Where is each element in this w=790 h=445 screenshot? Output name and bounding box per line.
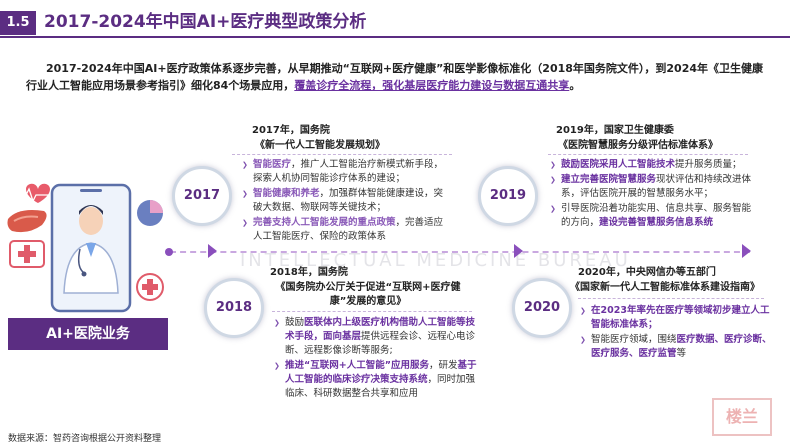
policy-bullet-text: 完善支持人工智能发展的重点政策 — [253, 217, 396, 228]
intro-paragraph: 2017-2024年中国AI+医疗政策体系逐步完善，从早期推动“互联网+医疗健康… — [26, 60, 772, 94]
intro-highlight: 覆盖诊疗全流程，强化基层医疗能力建设与数据互通共享 — [294, 79, 570, 92]
year-node-2020: 2020 — [512, 278, 572, 338]
timeline-axis — [170, 251, 750, 253]
timeline-arrow — [514, 244, 523, 258]
intro-text: 2017-2024年中国AI+医疗政策体系逐步完善，从早期推动“互联网+医疗健康… — [26, 62, 764, 92]
policy-bullet: 引导医院沿着功能实用、信息共享、服务智能的方向，建设完善智慧服务信息系统 — [550, 202, 760, 230]
policy-bullet-text: 等 — [676, 348, 687, 359]
policy-bullet-text: 推进“互联网+人工智能”应用服务 — [285, 360, 429, 371]
medical-kit-icon — [9, 240, 45, 268]
liver-icon — [7, 210, 47, 233]
watermark-text: INTELLECTUAL MEDICINE BUREAU — [240, 250, 631, 271]
policy-2017-doc: 《新一代人工智能发展规划》 — [255, 140, 385, 151]
ai-hospital-label: AI+医院业务 — [8, 318, 168, 350]
pie-chart-icon — [137, 200, 163, 226]
policy-bullet-text: ，完善适应人工智能医疗、保险的政策体系 — [253, 217, 444, 242]
policy-2018-bullets: 鼓励医联体内上级医疗机构借助人工智能等技术手段，面向基层提供远程会诊、远程心电诊… — [274, 316, 478, 402]
policy-bullet: 鼓励医联体内上级医疗机构借助人工智能等技术手段，面向基层提供远程会诊、远程心电诊… — [274, 316, 478, 358]
policy-bullet: 完善支持人工智能发展的重点政策，完善适应人工智能医疗、保险的政策体系 — [242, 216, 452, 244]
policy-bullet-text: 建立完善医院智慧服务 — [561, 174, 657, 185]
heart-icon — [18, 183, 50, 203]
policy-bullet-text: 提供远程会诊、远程心电诊断、远程影像诊断等服务; — [285, 331, 476, 356]
policy-bullet-text: 医联体内上级医疗机构借助人工智能等技术手段，面向基层 — [285, 317, 476, 342]
policy-bullet-text: 建设完善智慧服务信息系统 — [599, 217, 714, 228]
policy-bullet: 智能医疗领域，围绕医疗数据、医疗诊断、医疗服务、医疗监管等 — [580, 333, 772, 361]
policy-bullet-text: ，加强群体智能健康建设，突破大数据、物联网等关键技术； — [253, 188, 444, 213]
policy-bullet: 在2023年率先在医疗等领域初步建立人工智能标准体系； — [580, 304, 772, 332]
policy-bullet-text: 智能医疗领域，围绕 — [591, 334, 677, 345]
policy-2017-divider — [232, 154, 452, 155]
policy-2020-title: 2020年，中央网信办等五部门 — [578, 267, 716, 278]
section-number-badge: 1.5 — [0, 11, 36, 35]
year-node-2018: 2018 — [204, 278, 264, 338]
timeline-arrow — [208, 244, 217, 258]
policy-bullet: 智能健康和养老，加强群体智能健康建设，突破大数据、物联网等关键技术； — [242, 187, 452, 215]
policy-bullet-text: ，研发 — [428, 360, 458, 371]
intro-end: 。 — [569, 79, 581, 92]
medical-kit-icon-right — [136, 273, 164, 301]
policy-2017-bullets: 智能医疗，推广人工智能治疗新模式新手段，探索人机协同智能诊疗体系的建设；智能健康… — [242, 158, 452, 245]
policy-bullet: 推进“互联网+人工智能”应用服务，研发基于人工智能的临床诊疗决策支持系统，同时加… — [274, 359, 478, 401]
policy-bullet-text: 智能健康和养老 — [253, 188, 320, 199]
policy-bullet-text: ，推广人工智能治疗新模式新手段，探索人机协同智能诊疗体系的建设； — [253, 159, 444, 184]
timeline-start-dot — [165, 248, 173, 256]
year-node-2019: 2019 — [478, 166, 538, 226]
policy-bullet-text: 现状评估和持续改进体系，评估医院开展的智慧服务水平； — [561, 174, 752, 199]
policy-2020-doc: 《国家新一代人工智能标准体系建设指南》 — [570, 282, 760, 293]
policy-bullet-text: 智能医疗 — [253, 159, 292, 170]
policy-bullet-text: 引导医院沿着功能实用、信息共享、服务智能的方向， — [561, 203, 752, 228]
policy-bullet: 鼓励医院采用人工智能技术提升服务质量； — [550, 158, 760, 172]
policy-bullet-text: 提升服务质量； — [675, 159, 742, 170]
policy-bullet-text: 在2023年率先在医疗等领域初步建立人工智能标准体系； — [591, 305, 770, 330]
policy-2019-bullets: 鼓励医院采用人工智能技术提升服务质量；建立完善医院智慧服务现状评估和持续改进体系… — [550, 158, 760, 231]
policy-bullet-text: 鼓励 — [285, 317, 305, 328]
policy-2020-divider — [578, 298, 764, 299]
hospital-ai-illustration — [4, 175, 164, 315]
policy-bullet-text: 鼓励医院采用人工智能技术 — [561, 159, 676, 170]
policy-2018-doc: 《国务院办公厅关于促进“互联网+医疗健康”发展的意见》 — [275, 282, 461, 307]
policy-bullet-text: 基于人工智能的临床诊疗决策支持系统 — [285, 360, 477, 385]
policy-bullet-text: 医疗数据、医疗诊断、医疗服务、医疗监管 — [591, 334, 772, 359]
source-footnote: 数据来源：智药咨询根据公开资料整理 — [8, 434, 162, 444]
policy-bullet: 建立完善医院智慧服务现状评估和持续改进体系，评估医院开展的智慧服务水平； — [550, 173, 760, 201]
stamp-seal: 楼兰 — [712, 398, 772, 436]
policy-2020-bullets: 在2023年率先在医疗等领域初步建立人工智能标准体系； 智能医疗领域，围绕医疗数据… — [580, 304, 772, 362]
doctor-icon — [63, 205, 119, 294]
header-divider — [0, 36, 790, 38]
policy-2019-doc: 《医院智慧服务分级评估标准体系》 — [558, 140, 718, 151]
policy-2019-title: 2019年，国家卫生健康委 — [556, 125, 674, 136]
policy-2018-divider — [272, 311, 472, 312]
page-title: 2017-2024年中国AI+医疗典型政策分析 — [44, 12, 367, 32]
policy-2017-title: 2017年，国务院 — [252, 125, 330, 136]
policy-bullet-text: ，同时加强临床、科研数据整合共享和应用 — [285, 374, 476, 399]
timeline-arrow — [742, 244, 751, 258]
policy-2019-divider — [548, 154, 748, 155]
policy-bullet: 智能医疗，推广人工智能治疗新模式新手段，探索人机协同智能诊疗体系的建设； — [242, 158, 452, 186]
year-node-2017: 2017 — [172, 166, 232, 226]
policy-2018-title: 2018年，国务院 — [270, 267, 348, 278]
